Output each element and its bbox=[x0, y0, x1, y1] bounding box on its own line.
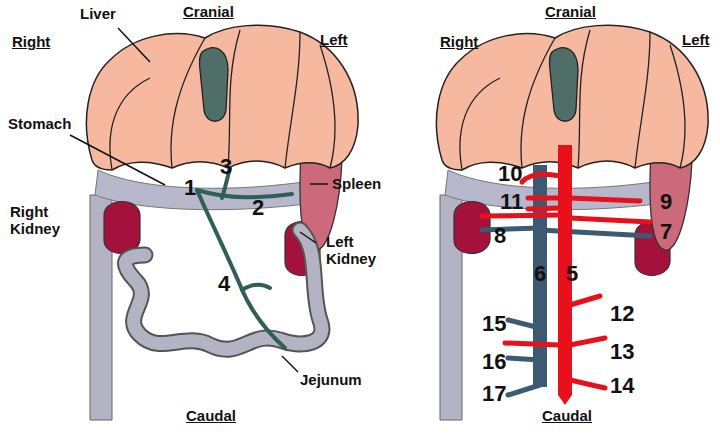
callout-number: 1 bbox=[184, 176, 196, 200]
direction-label: Right bbox=[440, 34, 478, 51]
callout-number: 4 bbox=[218, 272, 230, 296]
callout-number: 11 bbox=[500, 190, 523, 214]
callout-number: 3 bbox=[220, 155, 232, 179]
organ-label: Jejunum bbox=[300, 372, 362, 389]
organ-label: Liver bbox=[80, 6, 116, 23]
callout-number: 15 bbox=[482, 312, 506, 336]
callout-number: 8 bbox=[494, 224, 506, 248]
organ-label: Stomach bbox=[8, 116, 71, 133]
callout-number: 13 bbox=[610, 340, 634, 364]
organ-label: Left Kidney bbox=[326, 234, 376, 267]
callout-number: 10 bbox=[498, 162, 522, 186]
direction-label: Cranial bbox=[545, 4, 596, 21]
callout-number: 2 bbox=[252, 196, 264, 220]
organ-label: Spleen bbox=[332, 176, 381, 193]
direction-label: Right bbox=[12, 34, 50, 51]
callout-number: 5 bbox=[566, 262, 578, 286]
callout-number: 9 bbox=[660, 190, 672, 214]
direction-label: Caudal bbox=[542, 408, 592, 425]
direction-label: Left bbox=[320, 32, 348, 49]
callout-number: 6 bbox=[534, 262, 546, 286]
direction-label: Caudal bbox=[186, 408, 236, 425]
callout-number: 17 bbox=[482, 382, 506, 406]
direction-label: Left bbox=[682, 32, 710, 49]
callout-number: 12 bbox=[610, 302, 634, 326]
direction-label: Cranial bbox=[183, 4, 234, 21]
organ-label: Right Kidney bbox=[10, 204, 66, 237]
callout-number: 14 bbox=[610, 374, 634, 398]
callout-number: 7 bbox=[660, 220, 672, 244]
callout-number: 16 bbox=[482, 350, 506, 374]
